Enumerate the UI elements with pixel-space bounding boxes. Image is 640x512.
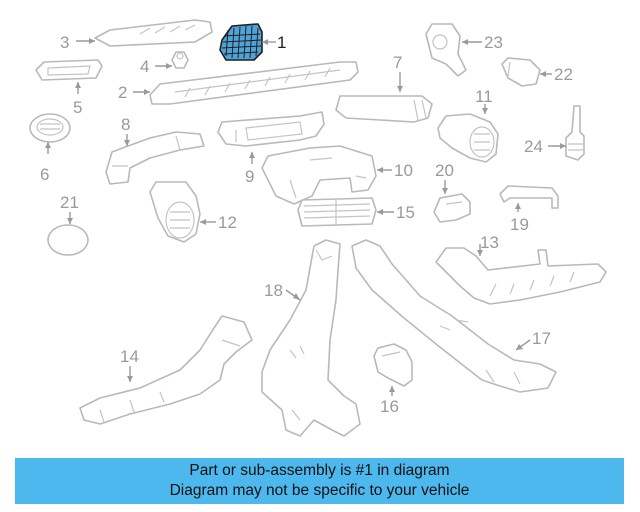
callout-3: 3 — [60, 33, 69, 52]
banner-line-2: Diagram may not be specific to your vehi… — [169, 482, 470, 499]
part-3-trim-strip — [94, 19, 213, 47]
part-8-duct — [105, 131, 205, 185]
callout-11: 11 — [475, 87, 493, 106]
part-5-vent-bezel — [35, 59, 103, 81]
part-4-clip — [171, 51, 189, 69]
callout-6: 6 — [40, 165, 49, 184]
part-18-floor-duct — [261, 239, 361, 437]
part-1-vent-grille[interactable] — [219, 23, 263, 61]
callout-17: 17 — [532, 329, 551, 348]
part-24-sensor-probe — [565, 105, 585, 161]
callout-1: 1 — [277, 33, 286, 52]
callout-10: 10 — [394, 161, 413, 180]
callout-24: 24 — [524, 137, 543, 156]
callout-23: 23 — [484, 33, 503, 52]
callout-13: 13 — [480, 233, 499, 252]
part-21-cap — [47, 224, 89, 256]
part-15-vent-louvers — [297, 197, 377, 227]
part-23-actuator — [425, 23, 467, 77]
part-11-vent-duct — [437, 113, 499, 163]
part-2-defroster-duct — [149, 61, 359, 105]
part-6-round-vent — [29, 113, 71, 143]
callout-19: 19 — [510, 215, 529, 234]
part-7-duct — [335, 95, 433, 123]
part-16-bracket — [373, 343, 413, 387]
part-12-round-duct — [149, 181, 201, 243]
leader-arrowheads — [45, 38, 566, 392]
callout-8: 8 — [121, 115, 130, 134]
part-19-hose — [499, 185, 559, 209]
info-banner: Part or sub-assembly is #1 in diagram Di… — [15, 458, 624, 504]
part-14-rear-duct — [79, 315, 253, 425]
parts-diagram: 1 3 4 5 2 6 7 8 — [29, 19, 607, 437]
callout-12: 12 — [218, 213, 237, 232]
part-13-rear-duct — [435, 247, 607, 305]
callout-22: 22 — [554, 65, 573, 84]
callout-18: 18 — [264, 281, 283, 300]
callout-14: 14 — [120, 347, 139, 366]
callout-7: 7 — [393, 53, 402, 72]
part-9-center-vent — [217, 111, 325, 147]
callout-9: 9 — [245, 167, 254, 186]
part-20-bracket — [433, 193, 471, 223]
part-22-sensor — [501, 57, 541, 87]
banner-line-1: Part or sub-assembly is #1 in diagram — [189, 462, 450, 479]
callout-4: 4 — [140, 57, 149, 76]
callout-20: 20 — [435, 161, 454, 180]
callout-2: 2 — [118, 83, 127, 102]
callout-16: 16 — [380, 397, 399, 416]
callout-15: 15 — [396, 203, 415, 222]
part-17-floor-duct — [351, 239, 557, 393]
part-10-vent-housing — [261, 145, 377, 205]
callout-5: 5 — [73, 98, 82, 117]
callout-21: 21 — [60, 193, 79, 212]
